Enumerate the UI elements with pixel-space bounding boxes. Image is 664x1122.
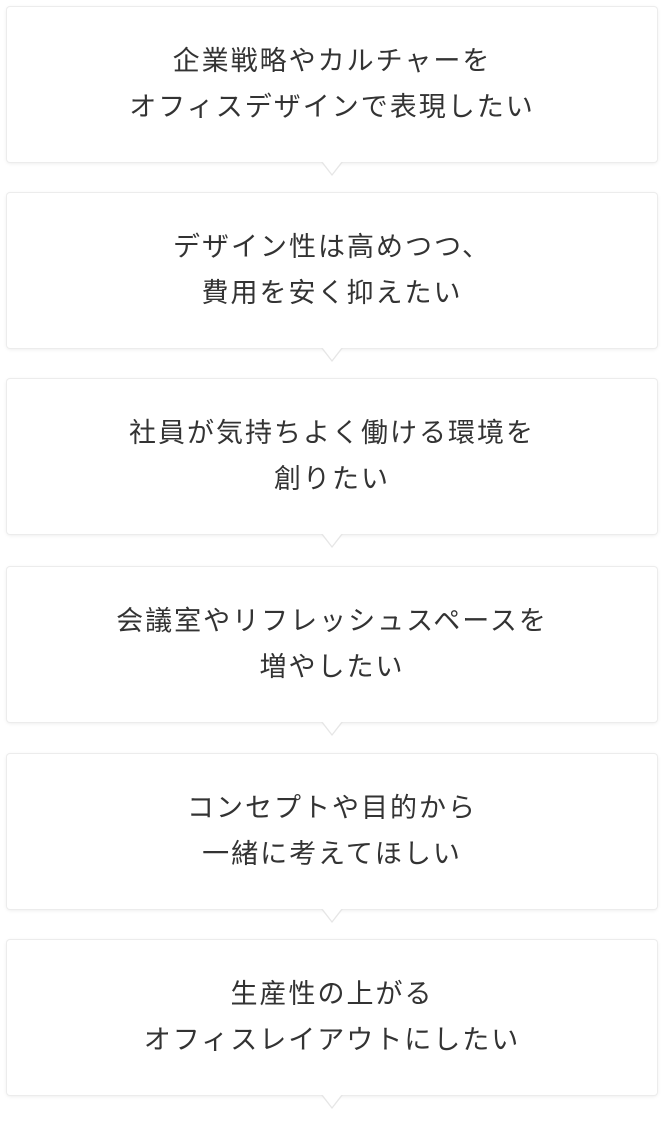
need-card-1: 企業戦略やカルチャーを オフィスデザインで表現したい [7,7,657,176]
need-text: デザイン性は高めつつ、 費用を安く抑えたい [173,225,491,317]
need-line-2: オフィスデザインで表現したい [129,91,535,123]
need-card-5: コンセプトや目的から 一緒に考えてほしい [7,754,657,923]
need-line-1: 企業戦略やカルチャーを [172,45,492,77]
need-text: コンセプトや目的から 一緒に考えてほしい [187,786,477,878]
down-pointer-icon [321,161,343,176]
need-line-2: 増やしたい [259,651,405,683]
need-card-4: 会議室やリフレッシュスペースを 増やしたい [7,567,657,736]
need-line-2: オフィスレイアウトにしたい [143,1024,521,1056]
need-text: 会議室やリフレッシュスペースを 増やしたい [116,599,548,691]
need-line-1: 生産性の上がる [230,978,434,1010]
need-text: 企業戦略やカルチャーを オフィスデザインで表現したい [129,39,534,131]
need-line-1: 社員が気持ちよく働ける環境を [129,417,535,449]
need-card-3: 社員が気持ちよく働ける環境を 創りたい [7,379,657,548]
need-line-2: 費用を安く抑えたい [201,277,463,309]
need-text: 生産性の上がる オフィスレイアウトにしたい [144,972,520,1064]
need-text: 社員が気持ちよく働ける環境を 創りたい [129,411,535,503]
need-line-1: デザイン性は高めつつ、 [173,231,491,263]
need-line-2: 創りたい [274,463,390,495]
need-card-6: 生産性の上がる オフィスレイアウトにしたい [7,940,657,1109]
need-line-2: 一緒に考えてほしい [202,838,462,870]
need-line-1: コンセプトや目的から [187,792,477,824]
need-card-2: デザイン性は高めつつ、 費用を安く抑えたい [7,193,657,362]
down-pointer-icon [321,1094,343,1109]
need-line-1: 会議室やリフレッシュスペースを [116,605,548,637]
down-pointer-icon [321,347,343,362]
down-pointer-icon [321,908,343,923]
down-pointer-icon [321,721,343,736]
down-pointer-icon [321,533,343,548]
